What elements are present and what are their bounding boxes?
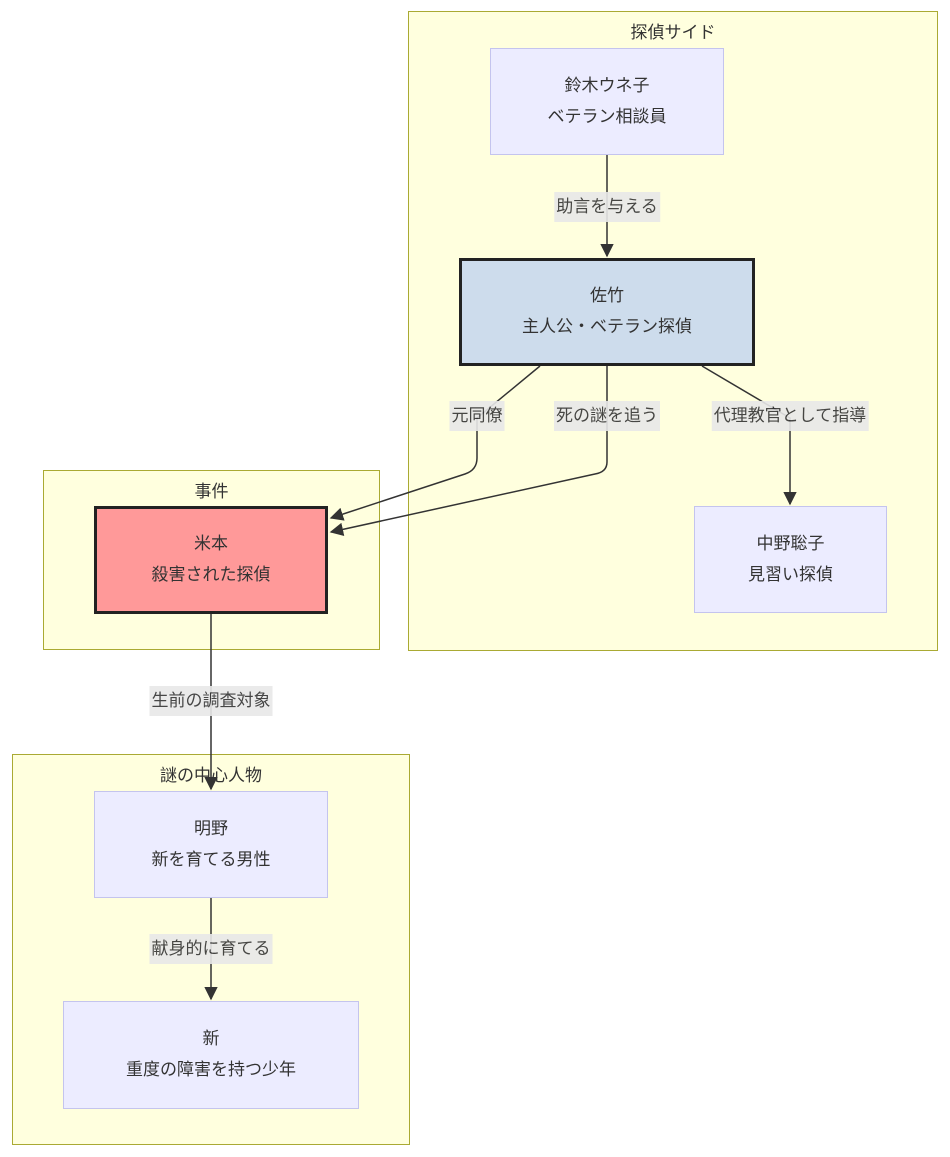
cluster-title: 探偵サイド — [630, 23, 716, 43]
node-satake[interactable]: 佐竹 主人公・ベテラン探偵 — [459, 258, 755, 366]
node-name: 明野 — [194, 818, 228, 839]
edge-label-former-colleague: 元同僚 — [449, 401, 505, 431]
node-arata[interactable]: 新 重度の障害を持つ少年 — [63, 1001, 359, 1109]
node-suzuki[interactable]: 鈴木ウネ子 ベテラン相談員 — [490, 48, 724, 155]
node-name: 佐竹 — [590, 286, 624, 306]
edge-satake-to-yonemoto-colleague — [329, 365, 541, 521]
node-role: 新を育てる男性 — [151, 849, 271, 870]
node-role: 主人公・ベテラン探偵 — [522, 317, 692, 337]
edge-label-raise-devotedly: 献身的に育てる — [149, 934, 273, 964]
edge-satake-to-nakano — [701, 365, 797, 506]
node-akeno[interactable]: 明野 新を育てる男性 — [94, 791, 328, 898]
edge-label-chase-mystery: 死の謎を追う — [554, 401, 660, 431]
edge-label-advise: 助言を与える — [554, 192, 660, 222]
node-name: 米本 — [194, 534, 228, 554]
node-yonemoto[interactable]: 米本 殺害された探偵 — [94, 506, 328, 614]
edge-label-instruct: 代理教官として指導 — [711, 401, 869, 431]
cluster-title: 事件 — [194, 482, 229, 502]
node-role: ベテラン相談員 — [547, 106, 667, 127]
node-role: 見習い探偵 — [748, 564, 833, 585]
edge-satake-to-yonemoto-mystery — [329, 366, 608, 536]
edge-label-investigation-target: 生前の調査対象 — [149, 686, 273, 716]
node-name: 鈴木ウネ子 — [564, 75, 650, 96]
node-role: 殺害された探偵 — [151, 565, 271, 585]
node-role: 重度の障害を持つ少年 — [126, 1060, 296, 1080]
node-nakano[interactable]: 中野聡子 見習い探偵 — [694, 506, 887, 613]
node-name: 中野聡子 — [756, 533, 825, 554]
node-name: 新 — [202, 1029, 220, 1049]
